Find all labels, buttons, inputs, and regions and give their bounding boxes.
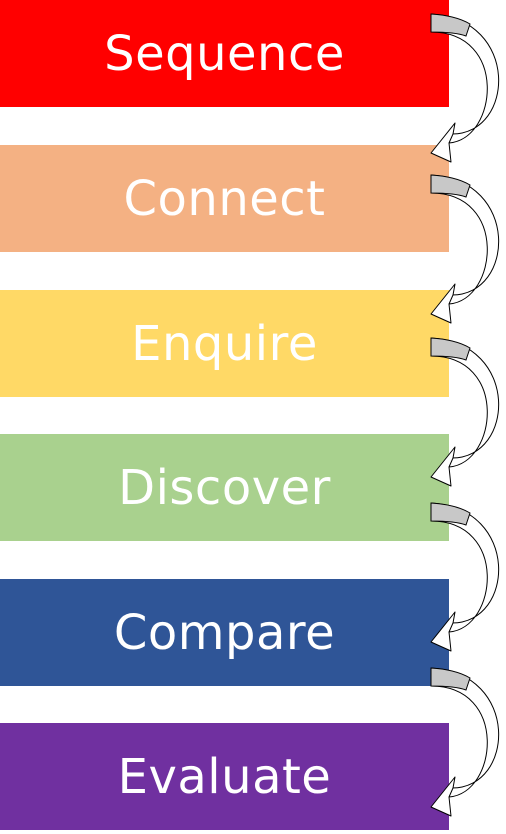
step-box-compare: Compare	[0, 579, 449, 686]
step-label: Sequence	[104, 25, 345, 82]
step-label: Discover	[118, 459, 331, 516]
step-box-sequence: Sequence	[0, 0, 449, 107]
step-box-discover: Discover	[0, 434, 449, 541]
step-label: Connect	[123, 170, 326, 227]
step-box-enquire: Enquire	[0, 290, 449, 397]
step-label: Evaluate	[117, 748, 332, 805]
step-box-connect: Connect	[0, 145, 449, 252]
step-box-evaluate: Evaluate	[0, 723, 449, 830]
step-label: Compare	[113, 604, 336, 661]
step-label: Enquire	[131, 315, 318, 372]
